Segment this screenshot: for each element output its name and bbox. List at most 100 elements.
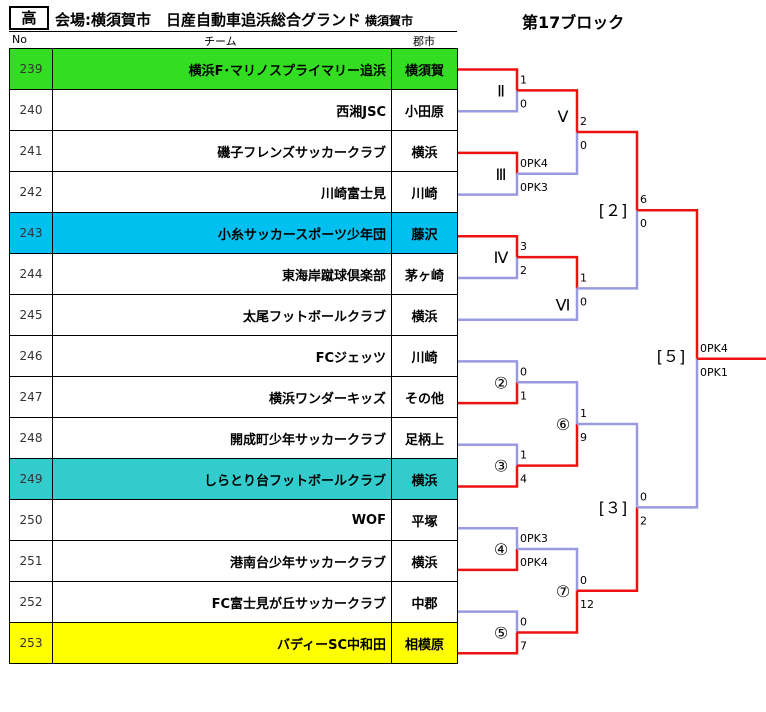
team-city: 相模原 xyxy=(391,622,458,664)
category-badge: 高 xyxy=(9,6,49,30)
score-top: 0 xyxy=(520,615,527,628)
match-label: ③ xyxy=(494,457,508,476)
score-bottom: 4 xyxy=(520,473,527,486)
team-city: 横浜 xyxy=(391,458,458,500)
match-label: ⑦ xyxy=(556,582,570,601)
score-top: 6 xyxy=(640,193,647,206)
score-top: 1 xyxy=(520,73,527,86)
score-bottom: 2 xyxy=(640,514,647,527)
team-number: 252 xyxy=(9,581,53,623)
bracket-line-top xyxy=(517,89,579,133)
score-top: 0 xyxy=(520,365,527,378)
score-bottom: 0 xyxy=(640,217,647,230)
match-label: [５] xyxy=(657,347,686,366)
bracket-line-bottom xyxy=(517,132,579,175)
team-number: 247 xyxy=(9,376,53,418)
score-top: 0 xyxy=(580,574,587,587)
team-name: 東海岸蹴球倶楽部 xyxy=(52,253,392,295)
venue-name: 会場:横須賀市 日産自動車追浜総合グランド xyxy=(55,11,362,29)
team-number: 251 xyxy=(9,540,53,582)
bracket-line-top xyxy=(458,68,519,91)
bracket-line-top xyxy=(458,235,519,258)
team-name: 開成町少年サッカークラブ xyxy=(52,417,392,459)
team-name: 横浜ワンダーキッズ xyxy=(52,376,392,418)
bracket-line-top xyxy=(517,381,579,424)
team-city: 藤沢 xyxy=(391,212,458,254)
team-number: 241 xyxy=(9,130,53,172)
team-number: 249 xyxy=(9,458,53,500)
team-number: 245 xyxy=(9,294,53,336)
score-top: 2 xyxy=(580,115,587,128)
score-bottom: 2 xyxy=(520,264,527,277)
match-label: Ⅱ xyxy=(497,81,505,100)
team-name: しらとり台フットボールクラブ xyxy=(52,458,392,500)
header-divider xyxy=(9,31,457,32)
bracket-line-bottom xyxy=(458,288,579,321)
score-top: 1 xyxy=(520,449,527,462)
venue-title: 会場:横須賀市 日産自動車追浜総合グランド横須賀市 xyxy=(55,9,413,30)
match-label: [２] xyxy=(599,201,628,220)
score-top: 1 xyxy=(580,407,587,420)
team-city: 横須賀 xyxy=(391,48,458,90)
bracket-line-top xyxy=(458,151,519,174)
bracket-line-top xyxy=(517,547,579,591)
score-bottom: 0 xyxy=(580,139,587,152)
block-title: 第17ブロック xyxy=(522,13,625,32)
bracket-line-top xyxy=(517,255,579,289)
bracket-line-top xyxy=(577,130,639,211)
score-bottom: 12 xyxy=(580,598,594,611)
team-name: 港南台少年サッカークラブ xyxy=(52,540,392,582)
bracket-line-top xyxy=(637,208,699,359)
bracket-line-bottom xyxy=(458,90,519,113)
match-label: Ⅲ xyxy=(495,165,506,184)
team-number: 239 xyxy=(9,48,53,90)
bracket-line-top xyxy=(458,443,519,466)
bracket-line-bottom xyxy=(517,590,579,634)
team-name: バディーSC中和田 xyxy=(52,622,392,664)
column-header-no: No xyxy=(12,33,27,46)
match-label: ⑥ xyxy=(556,415,570,434)
score-bottom: 7 xyxy=(520,639,527,652)
match-label: [３] xyxy=(599,498,628,517)
bracket-line-bottom xyxy=(458,173,519,196)
bracket-line-bottom xyxy=(458,632,519,655)
team-city: 横浜 xyxy=(391,130,458,172)
score-bottom: 0PK4 xyxy=(520,556,548,569)
bracket-line-top xyxy=(458,526,519,550)
bracket-line-bottom xyxy=(458,382,519,405)
team-number: 240 xyxy=(9,89,53,131)
score-bottom: 1 xyxy=(520,389,527,402)
bracket-line-bottom xyxy=(577,507,639,592)
score-top: 0 xyxy=(640,490,647,503)
match-label: Ⅳ xyxy=(494,248,509,267)
score-top: 0PK4 xyxy=(520,157,548,170)
bracket-line-top xyxy=(458,360,519,383)
team-city: 足柄上 xyxy=(391,417,458,459)
score-bottom: 0PK1 xyxy=(700,366,728,379)
team-city: 平塚 xyxy=(391,499,458,541)
bracket-line-bottom xyxy=(517,423,579,467)
team-name: 太尾フットボールクラブ xyxy=(52,294,392,336)
team-city: 横浜 xyxy=(391,294,458,336)
bracket-line-bottom xyxy=(458,465,519,488)
team-number: 250 xyxy=(9,499,53,541)
score-bottom: 0 xyxy=(520,97,527,110)
bracket-line-bottom xyxy=(577,210,639,290)
team-city: 小田原 xyxy=(391,89,458,131)
score-top: 3 xyxy=(520,240,527,253)
team-number: 244 xyxy=(9,253,53,295)
team-city: 茅ヶ崎 xyxy=(391,253,458,295)
bracket-line-top xyxy=(458,610,519,633)
match-label: Ⅴ xyxy=(558,107,569,126)
